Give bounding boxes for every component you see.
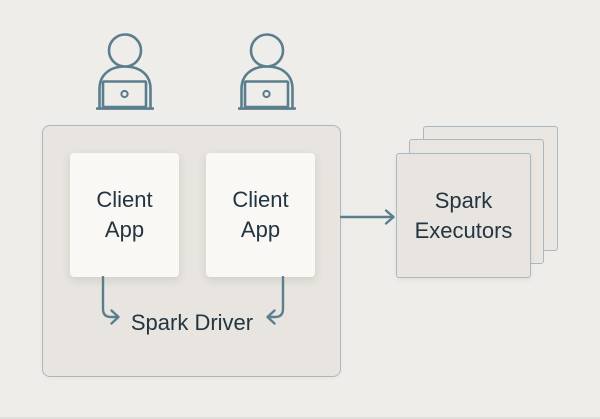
client-app-box-1: Client App: [70, 153, 179, 277]
executor-card-front: Spark Executors: [396, 153, 531, 278]
user-at-laptop-icon: [238, 33, 296, 110]
client-app-box-2: Client App: [206, 153, 315, 277]
client-app-label: Client App: [96, 187, 153, 242]
spark-executors-stack: Spark Executors: [396, 126, 559, 279]
client-app-label: Client App: [232, 187, 289, 242]
elbow-arrow-down-right-icon: [101, 276, 120, 325]
arrow-right-icon: [340, 209, 395, 225]
spark-driver-container: Client App Client App Spark Driver: [42, 125, 341, 377]
user-at-laptop-icon: [96, 33, 154, 110]
spark-driver-label: Spark Driver: [130, 310, 254, 335]
spark-executors-label: Spark Executors: [414, 187, 513, 243]
elbow-arrow-down-left-icon: [266, 276, 285, 325]
